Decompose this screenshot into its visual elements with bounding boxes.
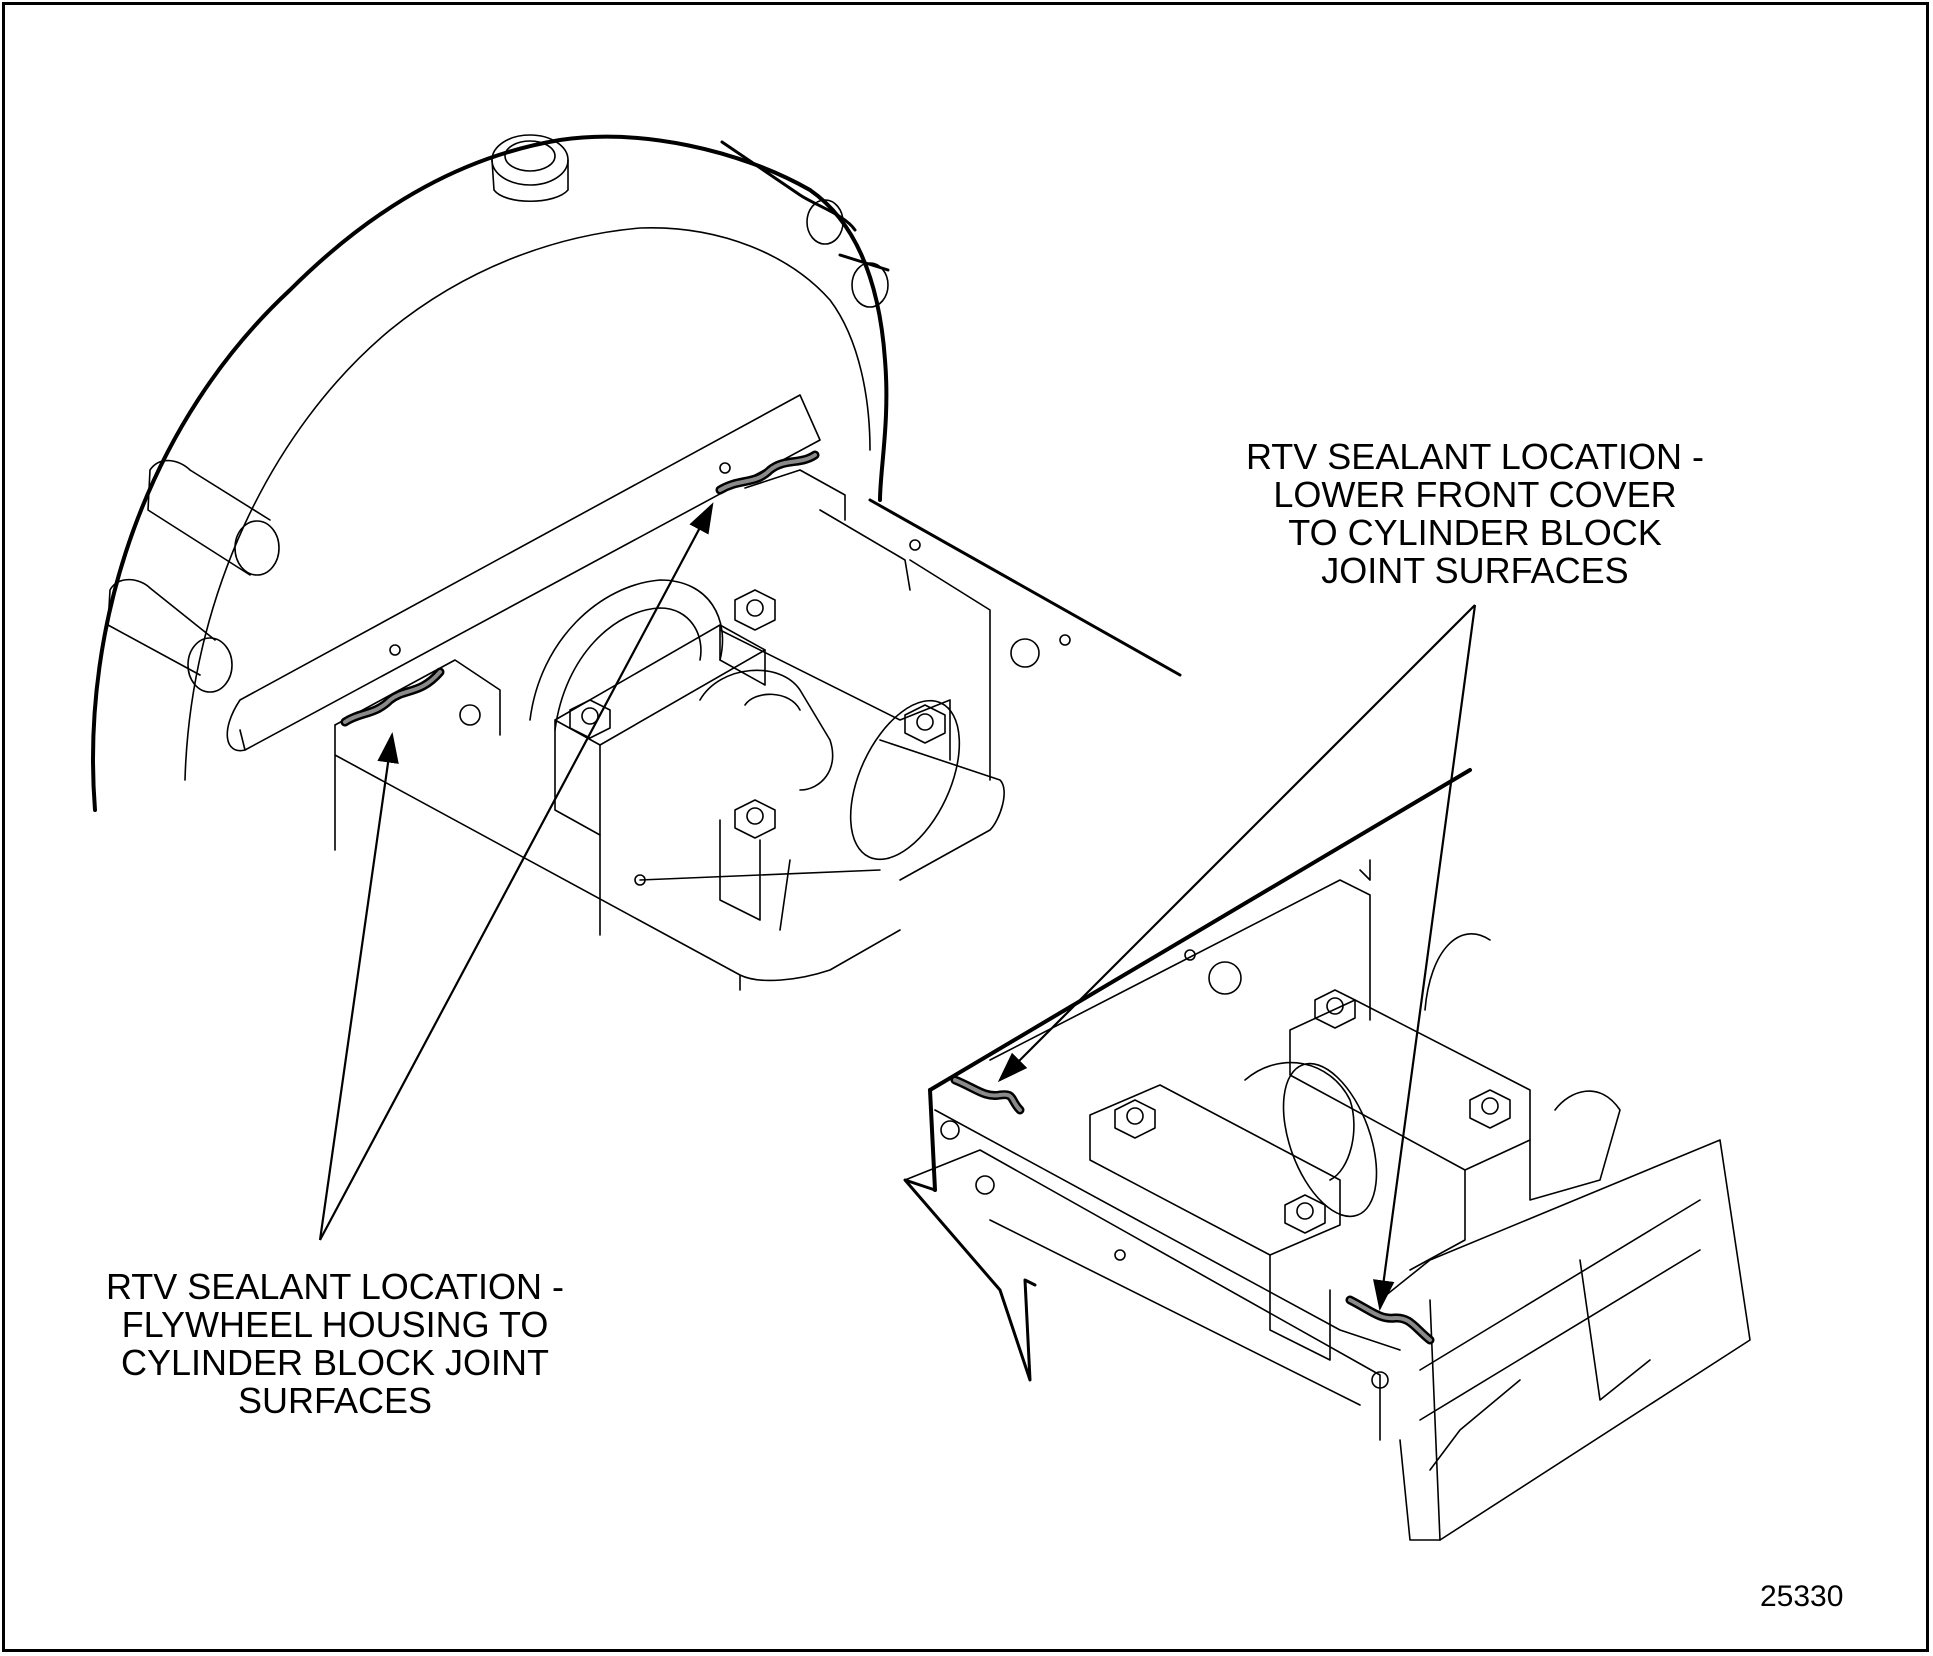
sealant-bead-flywheel-left bbox=[340, 667, 445, 727]
sealant-bead-front-cover-right bbox=[1345, 1295, 1435, 1345]
callout-flywheel-housing: RTV SEALANT LOCATION - FLYWHEEL HOUSING … bbox=[70, 1268, 600, 1420]
callout-text: CYLINDER BLOCK JOINT bbox=[120, 1342, 550, 1383]
callout-text: FLYWHEEL HOUSING TO bbox=[121, 1304, 549, 1345]
bolt-icon bbox=[569, 699, 611, 739]
callout-text: JOINT SURFACES bbox=[1321, 550, 1629, 591]
bolt-icon bbox=[734, 589, 776, 631]
callout-text: LOWER FRONT COVER bbox=[1273, 474, 1677, 515]
figure-number: 25330 bbox=[1760, 1580, 1844, 1613]
bolt-icon bbox=[1314, 989, 1356, 1029]
bolt-icon bbox=[1284, 1194, 1326, 1234]
flywheel-housing-illustration bbox=[91, 134, 890, 812]
sealant-bead-flywheel-right bbox=[715, 450, 820, 495]
callout-text: RTV SEALANT LOCATION - bbox=[1245, 436, 1705, 477]
bolt-icon bbox=[734, 799, 776, 839]
leader-arrows-front-cover bbox=[997, 604, 1477, 1312]
leader-arrows-flywheel bbox=[318, 502, 714, 1241]
sealant-bead-front-cover-left bbox=[950, 1075, 1025, 1115]
lower-front-cover-illustration bbox=[903, 768, 1751, 1541]
callout-text: RTV SEALANT LOCATION - bbox=[105, 1266, 565, 1307]
callout-lower-front-cover: RTV SEALANT LOCATION - LOWER FRONT COVER… bbox=[1180, 438, 1770, 590]
upper-cylinder-block bbox=[334, 469, 1182, 991]
callout-text: SURFACES bbox=[237, 1380, 433, 1421]
callout-text: TO CYLINDER BLOCK bbox=[1288, 512, 1662, 553]
bolt-icon bbox=[1114, 1099, 1156, 1139]
bolt-icon bbox=[904, 704, 946, 744]
bolt-icon bbox=[1469, 1089, 1511, 1129]
